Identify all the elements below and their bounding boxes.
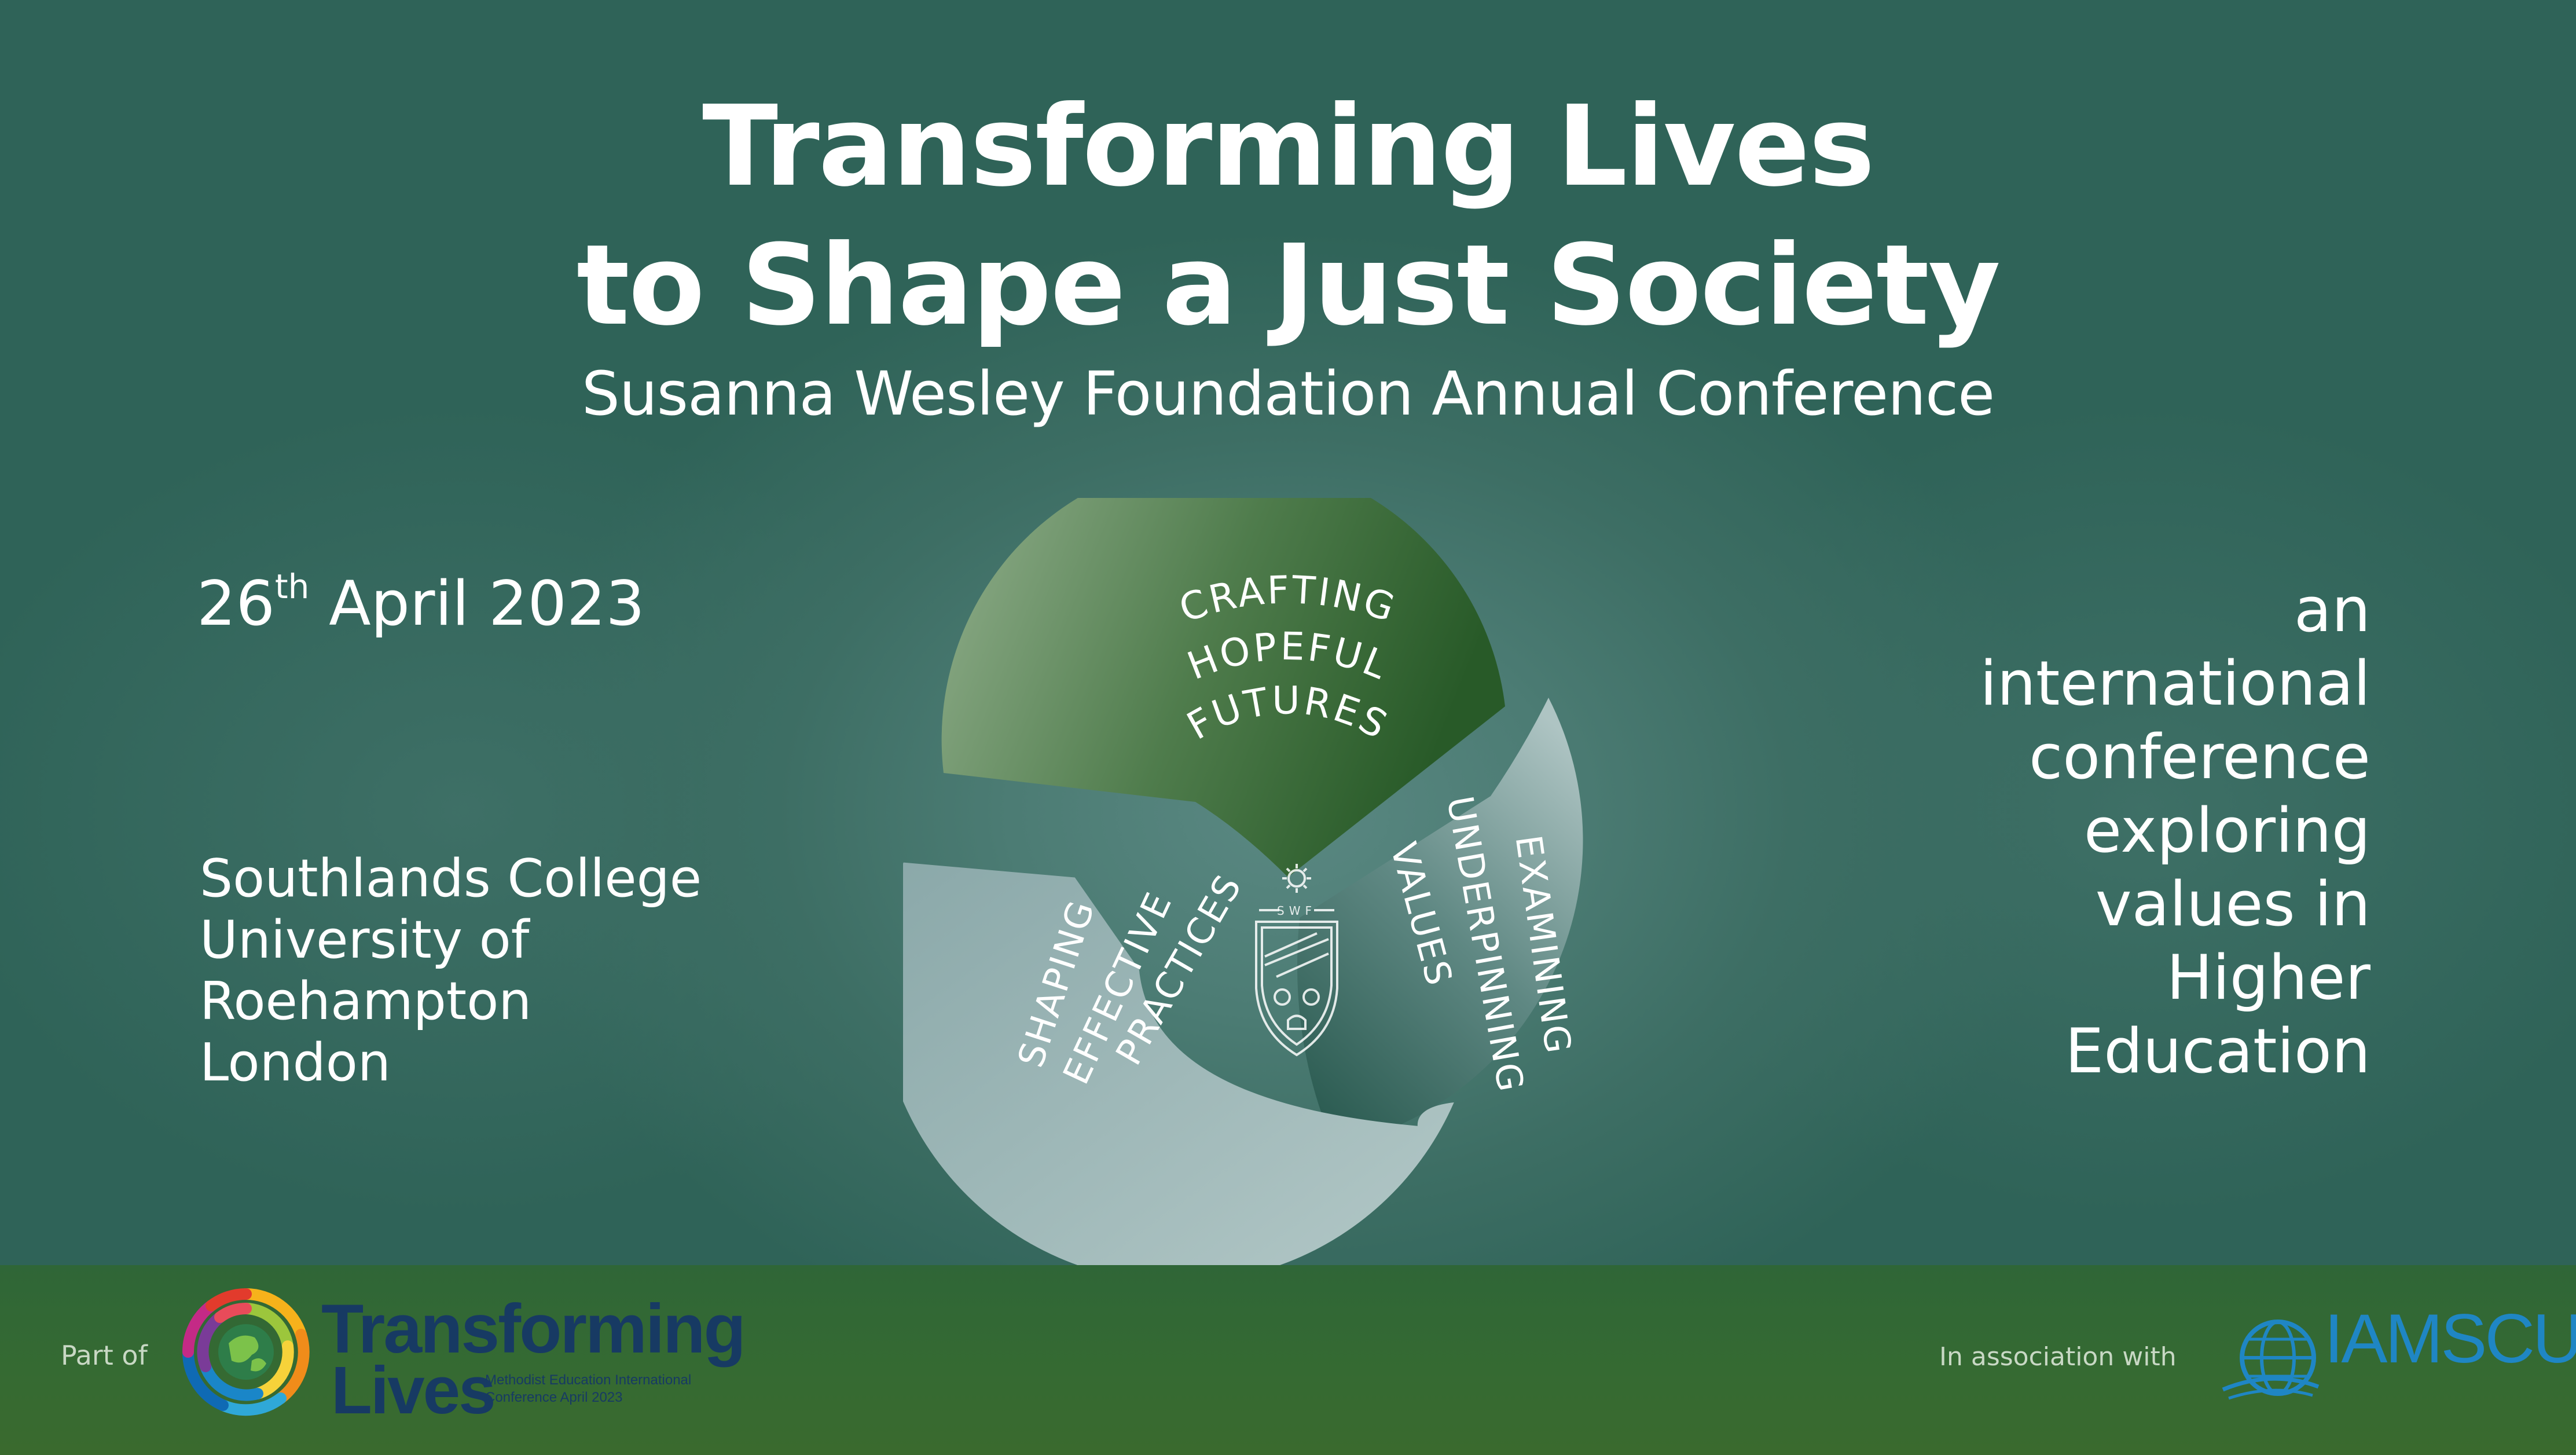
venue-line: Southlands College — [200, 848, 702, 909]
tagline-line: Education — [2065, 1016, 2370, 1087]
values-wheel: CRAFTING HOPEFUL FUTURES EXAMINING UNDER… — [903, 498, 1583, 1268]
logo-subtitle-line: Conference April 2023 — [485, 1390, 623, 1405]
logo-word-lives: Lives — [331, 1353, 496, 1428]
iamscu-globe-icon — [2222, 1320, 2320, 1400]
footer-bar — [0, 1265, 2576, 1455]
transforming-lives-swirl-logo — [182, 1288, 310, 1416]
tagline-line: an — [2294, 574, 2370, 646]
tagline-line: conference — [2029, 721, 2370, 793]
venue-line: Roehampton — [200, 971, 532, 1032]
venue-block: Southlands College University of Roehamp… — [200, 848, 702, 1094]
part-of-label: Part of — [61, 1340, 148, 1371]
venue-line: London — [200, 1032, 391, 1093]
tagline-block: an international conference exploring va… — [1980, 573, 2370, 1088]
crest-label: SWF — [1277, 904, 1316, 918]
title-line-2: to Shape a Just Society — [577, 221, 2001, 350]
venue-line: University of — [200, 910, 530, 970]
logo-word-transforming: Transforming — [321, 1290, 746, 1368]
wheel-segment-crafting — [941, 498, 1505, 877]
date-day: 26 — [197, 568, 275, 639]
swf-crest-icon — [1255, 864, 1338, 1057]
logo-subtitle: Methodist Education International Confer… — [485, 1372, 691, 1406]
date-month-year: April 2023 — [309, 568, 645, 639]
logo-subtitle-line: Methodist Education International — [485, 1372, 692, 1388]
tagline-line: exploring — [2083, 795, 2370, 866]
tagline-line: values in — [2095, 868, 2370, 940]
wheel-segment-shaping — [903, 862, 1454, 1268]
conference-date: 26th April 2023 — [197, 570, 645, 635]
date-suffix: th — [274, 567, 310, 606]
partner-logo-name: IAMSCU — [2324, 1300, 2576, 1377]
wheel-segment-examining — [1297, 698, 1583, 1146]
subtitle: Susanna Wesley Foundation Annual Confere… — [581, 358, 1995, 429]
tagline-line: Higher — [2166, 942, 2370, 1013]
tagline-line: international — [1980, 648, 2370, 719]
association-label: In association with — [1939, 1342, 2177, 1372]
title-line-1: Transforming Lives — [702, 82, 1875, 211]
